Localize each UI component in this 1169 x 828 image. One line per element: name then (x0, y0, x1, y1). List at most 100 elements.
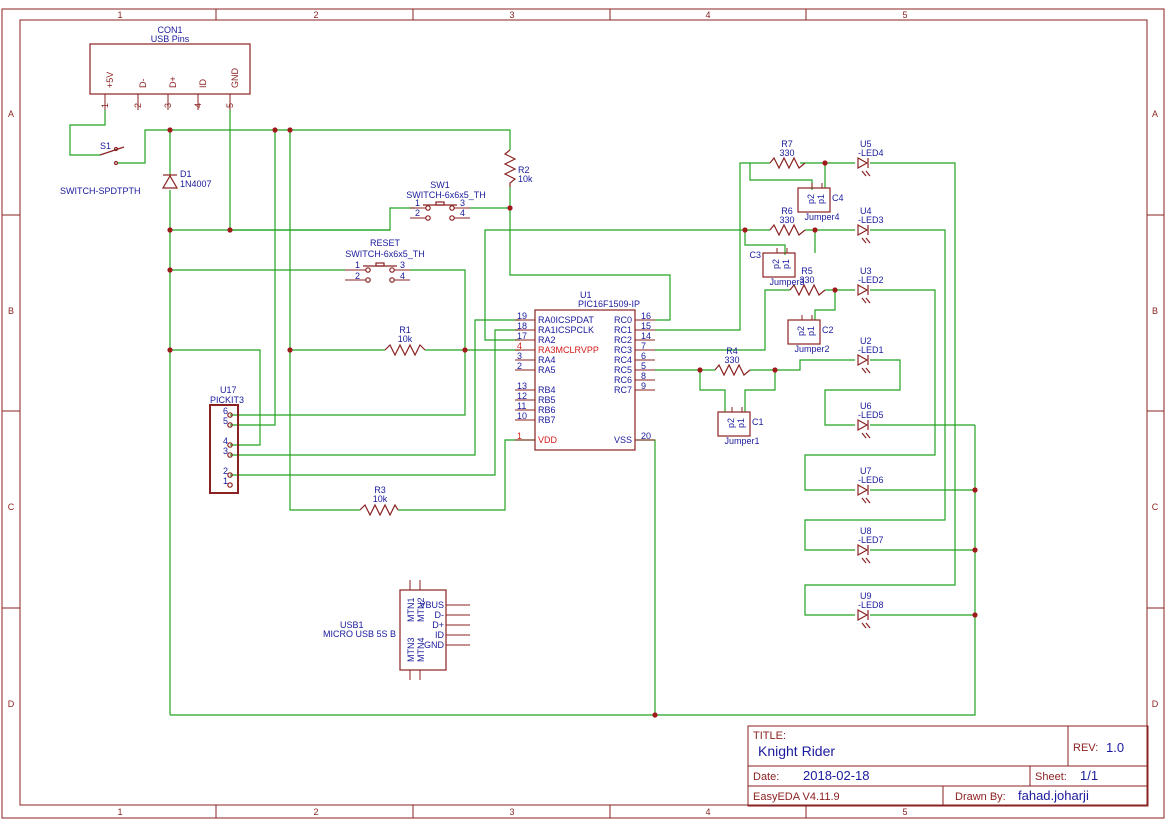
jumper-p2: p2 (771, 259, 781, 269)
u1-pin-name-rc6: RC6 (614, 375, 632, 385)
u1-pin-num-16: 16 (641, 311, 651, 321)
led-ref: U7 (860, 466, 872, 476)
u1-pin-num-5: 5 (641, 361, 646, 371)
con1-pin-dplus: D+ (168, 76, 178, 88)
frame-row-d-left: D (8, 699, 15, 709)
reset-pin-1: 1 (355, 260, 360, 270)
con1-pin-id: ID (198, 78, 208, 88)
u1-pin-num-15: 15 (641, 321, 651, 331)
con1-pin-5v: +5V (105, 72, 115, 88)
frame-col-1-top: 1 (117, 10, 122, 20)
sw1-value: SWITCH-6x6x5_TH (406, 190, 486, 200)
sw1-switch: SW1 SWITCH-6x6x5_TH 1 2 3 4 (406, 180, 486, 221)
u1-pin-num-9: 9 (641, 381, 646, 391)
r3-ref: R3 (374, 485, 386, 495)
frame-row-c-left: C (8, 502, 15, 512)
jumper-value: Jumper2 (794, 344, 829, 354)
reset-pin-3: 3 (400, 260, 405, 270)
s1-value: SWITCH-SPDTPTH (60, 186, 141, 196)
sw1-pin-2: 2 (415, 208, 420, 218)
led-value: -LED1 (858, 345, 884, 355)
jumper-ref: C2 (822, 325, 834, 335)
u1-pin-name-rb5: RB5 (538, 395, 556, 405)
led-led7: U8-LED7 (857, 526, 884, 564)
con1-pin-gnd: GND (230, 68, 240, 89)
led-ref: U8 (860, 526, 872, 536)
con1-pin-num-1: 1 (100, 103, 110, 108)
u1-pin-name-rc1: RC1 (614, 325, 632, 335)
u1-pin-num-11: 11 (517, 401, 526, 411)
usb1-pin-id: ID (435, 630, 445, 640)
led-value: -LED2 (858, 275, 884, 285)
u1-pin-num-7: 7 (641, 341, 646, 351)
led-led6: U7-LED6 (857, 466, 884, 504)
u1-pin-num-12: 12 (517, 391, 527, 401)
d1-ref: D1 (180, 169, 192, 179)
led-value: -LED8 (858, 600, 884, 610)
jumper-value: Jumper4 (804, 212, 839, 222)
resistor-value: 330 (779, 148, 794, 158)
usb1-ref: USB1 (340, 620, 364, 630)
u1-pin-name-ra4: RA4 (538, 355, 556, 365)
reset-ref: RESET (370, 238, 401, 248)
usb1-pin-dminus: D- (435, 610, 445, 620)
drawing-frame: 1 2 3 4 5 1 2 3 4 5 A B C D A B C D (1, 8, 1165, 819)
led-led5: U6-LED5 (857, 401, 884, 439)
led-value: -LED3 (858, 215, 884, 225)
frame-col-4-top: 4 (705, 10, 710, 20)
u1-pin-name-vdd: VDD (538, 435, 558, 445)
u1-pin-name-rc4: RC4 (614, 355, 632, 365)
u1-pin-num-6: 6 (641, 351, 646, 361)
jumper-ref: C1 (752, 417, 764, 427)
u1-pin-num-19: 19 (517, 311, 527, 321)
drawn-by-value: fahad.joharji (1018, 788, 1089, 803)
led-ref: U9 (860, 591, 872, 601)
jumper-p2: p2 (726, 418, 736, 428)
jumper-p1: p1 (736, 418, 746, 428)
u1-pin-num-13: 13 (517, 381, 527, 391)
led-value: -LED6 (858, 475, 884, 485)
frame-col-5-bottom: 5 (902, 807, 907, 817)
jumper-value: Jumper3 (769, 277, 804, 287)
u1-ref: U1 (580, 290, 592, 300)
r1-ref: R1 (399, 325, 411, 335)
r1-resistor: R1 10k (384, 325, 426, 357)
u1-pin-num-8: 8 (641, 371, 646, 381)
u17-pin-5: 5 (223, 416, 228, 426)
jumper-value: Jumper1 (724, 436, 759, 446)
con1-pin-dminus: D- (138, 79, 148, 89)
jumper-ref: C3 (749, 250, 761, 260)
frame-col-3-top: 3 (509, 10, 514, 20)
led-value: -LED5 (858, 410, 884, 420)
date-value: 2018-02-18 (803, 768, 870, 783)
sheet-label: Sheet: (1035, 771, 1067, 783)
resistor-ref: R4 (726, 346, 738, 356)
junctions (167, 127, 978, 718)
jumper-p2: p2 (806, 194, 816, 204)
title-value: Knight Rider (758, 743, 835, 759)
s1-ref: S1 (100, 141, 111, 151)
u1-value: PIC16F1509-IP (578, 299, 640, 309)
reset-switch: RESET SWITCH-6x6x5_TH 1 2 3 4 (345, 238, 425, 283)
sheet-value: 1/1 (1080, 768, 1098, 783)
frame-row-d-right: D (1152, 699, 1159, 709)
u1-pin-name-ra2: RA2 (538, 335, 556, 345)
led-led4: U5-LED4 (857, 139, 884, 177)
led-ref: U2 (860, 336, 872, 346)
u17-pin-6: 6 (223, 406, 228, 416)
frame-col-2-bottom: 2 (313, 807, 318, 817)
led-led2: U3-LED2 (857, 266, 884, 304)
u1-pin-name-ra3mclrvpp: RA3MCLRVPP (538, 345, 599, 355)
reset-value: SWITCH-6x6x5_TH (345, 249, 425, 259)
con1-pin-num-5: 5 (225, 103, 235, 108)
